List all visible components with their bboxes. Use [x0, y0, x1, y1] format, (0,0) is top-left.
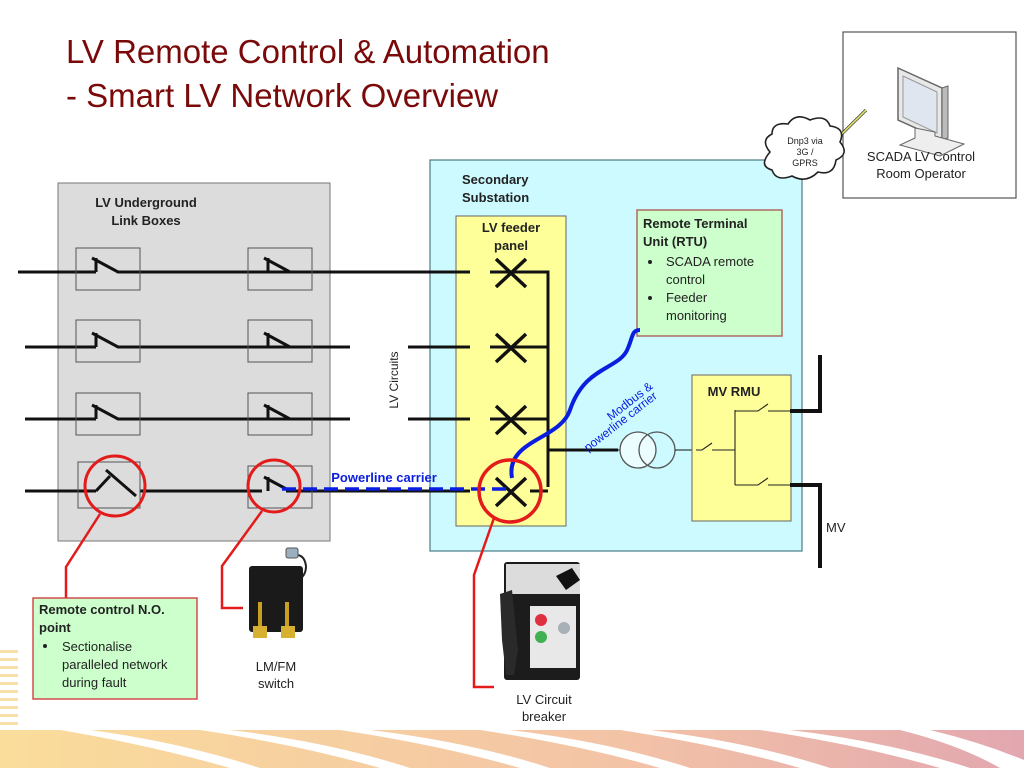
cloud-line-2: 3G /	[796, 147, 814, 157]
mv-rmu: MV RMU	[691, 374, 792, 522]
lv-circuits-label: LV Circuits	[387, 351, 401, 408]
link-boxes-title-1: LV Underground	[95, 195, 197, 210]
breaker-label-2: breaker	[522, 709, 567, 724]
title-line-1: LV Remote Control & Automation	[66, 33, 550, 70]
cloud-line-1: Dnp3 via	[787, 136, 823, 146]
no-point-title-2: point	[39, 620, 71, 635]
breaker-label-1: LV Circuit	[516, 692, 572, 707]
rtu-bullet-1-line-2: control	[666, 272, 705, 287]
feeder-panel-title-2: panel	[494, 238, 528, 253]
rtu-title-1: Remote Terminal	[643, 216, 748, 231]
link-switch-boxes	[75, 247, 313, 509]
breaker-x-icon	[494, 257, 528, 289]
no-point-bullet-line-3: during fault	[62, 675, 127, 690]
transformer-icon	[548, 431, 696, 469]
lmfm-label-1: LM/FM	[256, 659, 296, 674]
title-line-2: - Smart LV Network Overview	[66, 77, 499, 114]
rtu-title-2: Unit (RTU)	[643, 234, 707, 249]
feeder-breakers	[494, 257, 528, 508]
mv-label: MV	[826, 520, 846, 535]
highlight-callouts	[64, 454, 543, 689]
breaker-x-icon	[494, 332, 528, 364]
decorative-swoosh	[0, 650, 1024, 768]
slide-title: LV Remote Control & Automation - Smart L…	[66, 30, 550, 118]
lmfm-label-2: switch	[258, 676, 294, 691]
cloud-icon: Dnp3 via 3G / GPRS	[763, 116, 845, 180]
scada-label-line-2: Room Operator	[876, 166, 966, 181]
substation-title-2: Substation	[462, 190, 529, 205]
breaker-x-icon	[494, 476, 528, 508]
rtu-bullet-2-line-1: Feeder	[666, 290, 708, 305]
cloud-line-3: GPRS	[792, 158, 818, 168]
breaker-x-icon	[494, 404, 528, 436]
scada-control-room: SCADA LV Control Room Operator	[842, 31, 1017, 199]
powerline-carrier-label: Powerline carrier	[331, 470, 437, 485]
modbus-link-line	[509, 328, 641, 479]
mv-rmu-label: MV RMU	[708, 384, 761, 399]
scada-label-line-1: SCADA LV Control	[867, 149, 975, 164]
rtu-bullet-2-line-2: monitoring	[666, 308, 727, 323]
link-boxes-title-2: Link Boxes	[111, 213, 180, 228]
no-point-bullet-line-2: paralleled network	[62, 657, 168, 672]
substation-title-1: Secondary	[462, 172, 529, 187]
rtu-box: Remote Terminal Unit (RTU) SCADA remote …	[636, 209, 783, 337]
rtu-bullet-1-line-1: SCADA remote	[666, 254, 754, 269]
feeder-panel-title-1: LV feeder	[482, 220, 540, 235]
lv-circuit-breaker-image	[500, 562, 580, 680]
link-switches	[91, 256, 302, 498]
no-point-note: Remote control N.O. point Sectionalise p…	[32, 597, 198, 700]
lmfm-switch-image	[249, 547, 308, 638]
mv-feeders	[790, 355, 822, 568]
no-point-title-1: Remote control N.O.	[39, 602, 165, 617]
no-point-bullet-line-1: Sectionalise	[62, 639, 132, 654]
monitor-icon	[897, 66, 966, 157]
